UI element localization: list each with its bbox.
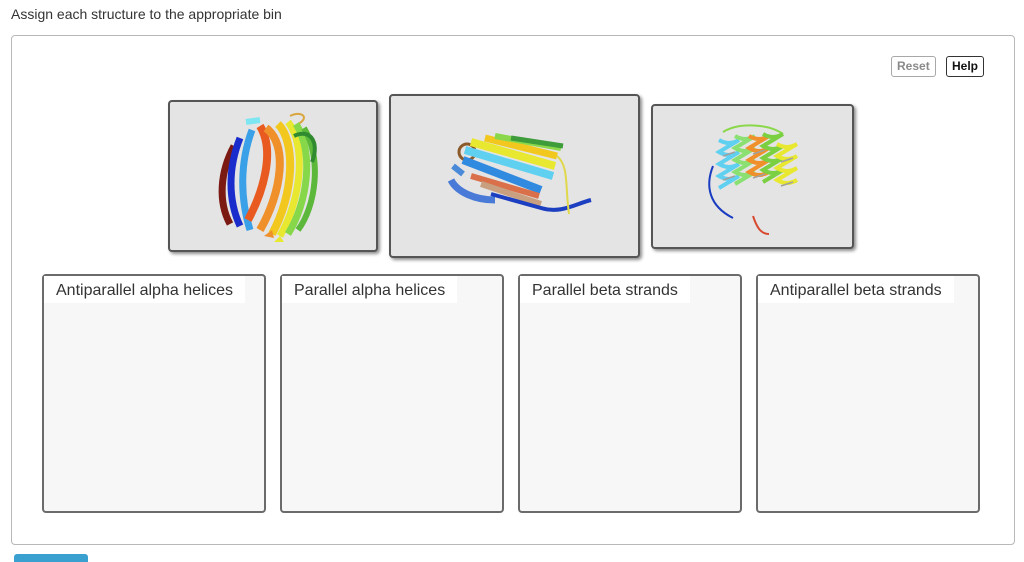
alpha-helix-bundle-structure-icon bbox=[708, 124, 799, 235]
bin-antiparallel-alpha-helices[interactable]: Antiparallel alpha helices bbox=[42, 274, 266, 513]
reset-button[interactable]: Reset bbox=[891, 56, 936, 77]
instruction-text: Assign each structure to the appropriate… bbox=[11, 6, 282, 22]
bin-label: Parallel alpha helices bbox=[282, 276, 458, 303]
structure-card-parallel-beta-sheet[interactable] bbox=[389, 94, 640, 258]
structure-card-beta-barrel[interactable] bbox=[168, 100, 378, 252]
bin-label: Antiparallel beta strands bbox=[758, 276, 954, 303]
bin-antiparallel-beta-strands[interactable]: Antiparallel beta strands bbox=[756, 274, 980, 513]
bin-label: Parallel beta strands bbox=[520, 276, 690, 303]
submit-button-edge[interactable] bbox=[14, 554, 88, 562]
structure-card-alpha-helix-bundle[interactable] bbox=[651, 104, 854, 249]
bin-parallel-beta-strands[interactable]: Parallel beta strands bbox=[518, 274, 742, 513]
help-button[interactable]: Help bbox=[946, 56, 985, 77]
bin-parallel-alpha-helices[interactable]: Parallel alpha helices bbox=[280, 274, 504, 513]
bin-label: Antiparallel alpha helices bbox=[44, 276, 245, 303]
parallel-beta-sheet-structure-icon bbox=[447, 133, 592, 215]
beta-barrel-structure-icon bbox=[218, 112, 318, 242]
